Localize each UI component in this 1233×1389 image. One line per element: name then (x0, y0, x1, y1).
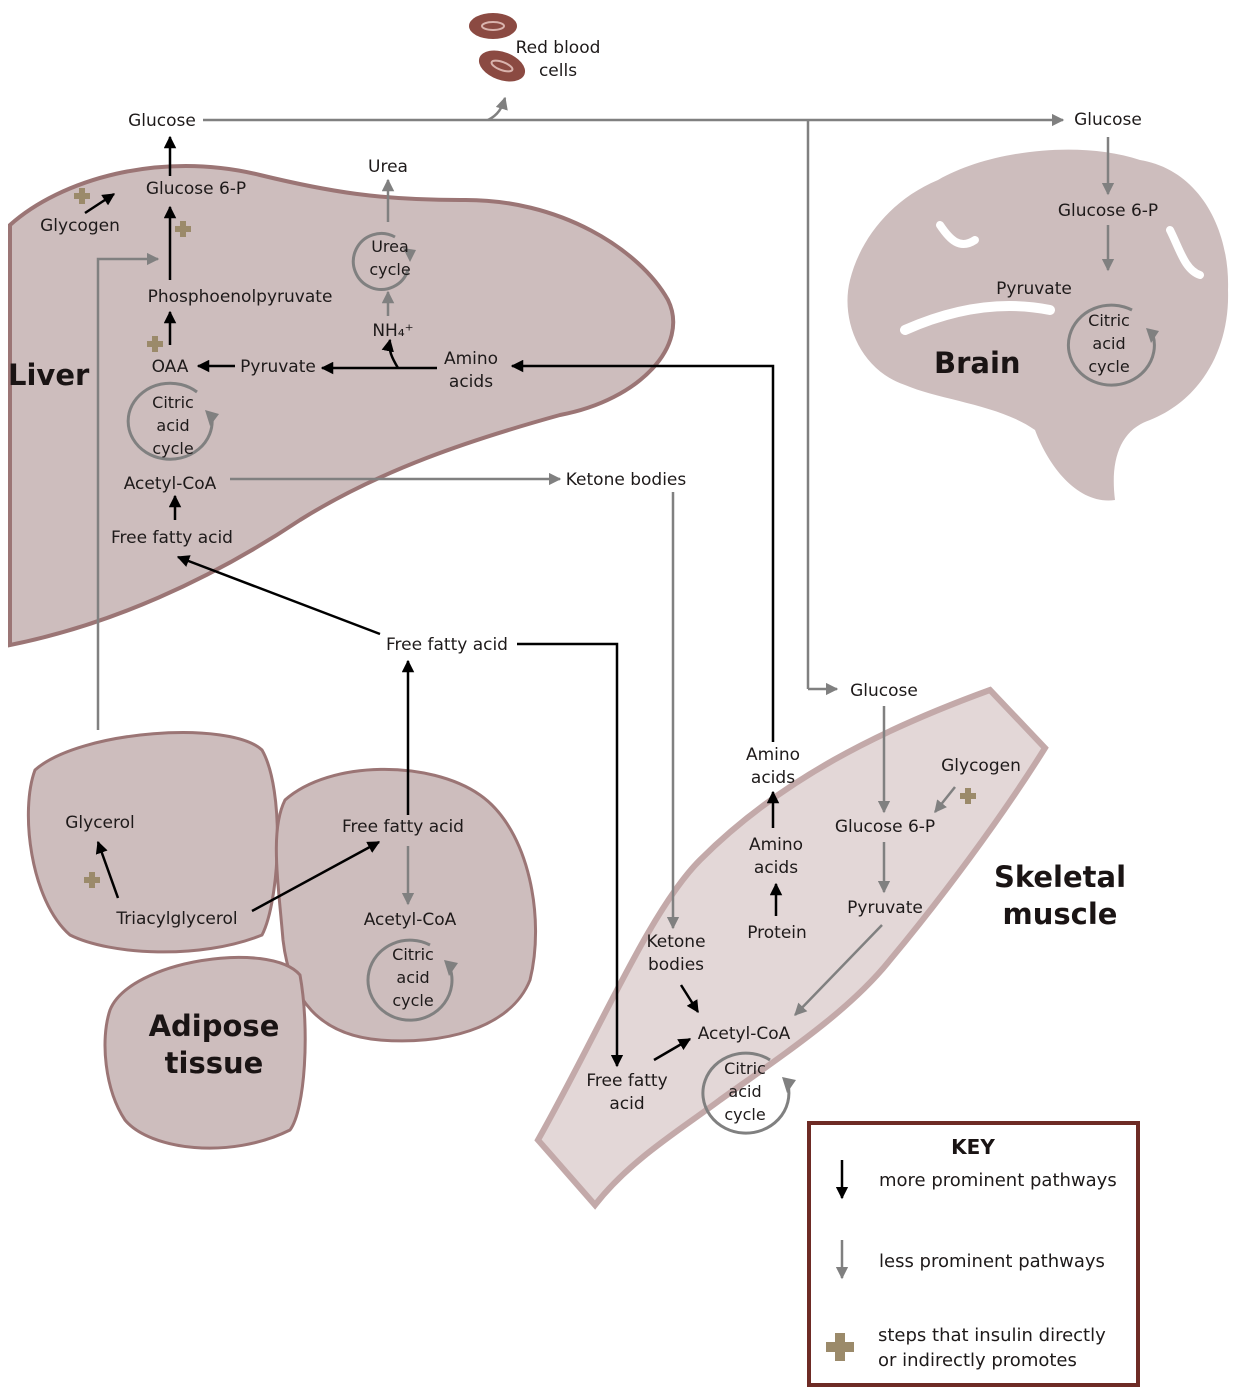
adipose-title-line1: Adipose (149, 1009, 280, 1043)
urea-cycle-label-line2: cycle (369, 260, 410, 279)
liver-glycogen-label: Glycogen (40, 216, 120, 236)
brain-citric-cycle-arrow-icon (1066, 303, 1156, 387)
liver-amino-acids-line1: Amino (444, 349, 498, 369)
muscle-citric-cycle-arrow-icon (701, 1051, 791, 1135)
muscle-title-line1: Skeletal (994, 860, 1126, 894)
adipose-acetyl-coa-label: Acetyl-CoA (364, 910, 457, 930)
liver-glucose6p-label: Glucose 6-P (146, 179, 246, 199)
key-insulin-line2: or indirectly promotes (878, 1350, 1077, 1371)
muscle-cac-line3: cycle (724, 1105, 765, 1124)
rbc-label-line2: cells (539, 61, 577, 81)
liver-cac-line3: cycle (152, 439, 193, 458)
liver-citric-cycle-arrow-icon (126, 381, 214, 461)
muscle-glucose-label: Glucose (850, 681, 918, 701)
urea-label: Urea (368, 157, 408, 177)
muscle-amino-in-line1: Amino (749, 835, 803, 855)
brain-fold (900, 301, 1055, 335)
brain-cac-line2: acid (1092, 334, 1125, 353)
muscle-cac-line2: acid (728, 1082, 761, 1101)
adipose-cac-line3: cycle (392, 991, 433, 1010)
muscle-glycogen-label: Glycogen (941, 756, 1021, 776)
pathway-arrows (84, 96, 1115, 1068)
circulating-ffa-label: Free fatty acid (386, 635, 508, 655)
muscle-amino-out-line1: Amino (746, 745, 800, 765)
oaa-label: OAA (152, 357, 189, 377)
muscle-cac-line1: Citric (724, 1059, 766, 1078)
muscle-ffa-line2: acid (609, 1094, 644, 1114)
muscle-ketone-line2: bodies (648, 955, 704, 975)
red-blood-cell-icon (469, 13, 526, 82)
muscle-amino-in-line2: acids (754, 858, 798, 878)
brain-fold (1166, 226, 1204, 279)
glycerol-label: Glycerol (65, 813, 135, 833)
rbc-label-line1: Red blood (516, 38, 601, 58)
cycle-arrowheads (205, 248, 1159, 1093)
adipose-cac-line2: acid (396, 968, 429, 987)
brain-cac-line3: cycle (1088, 357, 1129, 376)
liver-cac-line2: acid (156, 416, 189, 435)
muscle-pyruvate-label: Pyruvate (847, 898, 923, 918)
adipose-citric-cycle-arrow-icon (366, 938, 454, 1022)
liver-acetyl-coa-label: Acetyl-CoA (124, 474, 217, 494)
protein-label: Protein (747, 923, 807, 943)
muscle-title-line2: muscle (1003, 897, 1118, 931)
brain-cac-line1: Citric (1088, 311, 1130, 330)
glucose-label-liver: Glucose (128, 111, 196, 131)
muscle-glucose6p-label: Glucose 6-P (835, 817, 935, 837)
brain-pyruvate-label: Pyruvate (996, 279, 1072, 299)
muscle-ffa-line1: Free fatty (586, 1071, 667, 1091)
key-less-label: less prominent pathways (879, 1251, 1105, 1272)
muscle-shape (534, 686, 1049, 1210)
nh4-label: NH₄⁺ (372, 321, 413, 341)
adipose-title-line2: tissue (165, 1046, 264, 1080)
adipose-cell-bottom (103, 956, 307, 1150)
liver-title: Liver (8, 358, 90, 392)
triacylglycerol-label: Triacylglycerol (115, 909, 237, 929)
liver-cac-line1: Citric (152, 393, 194, 412)
key-box: KEY more prominent pathways less promine… (807, 1121, 1140, 1387)
liver-pyruvate-label: Pyruvate (240, 357, 316, 377)
liver-amino-acids-line2: acids (449, 372, 493, 392)
pep-label: Phosphoenolpyruvate (148, 287, 333, 307)
urea-cycle-arrow-icon (351, 231, 410, 291)
liver-ffa-label: Free fatty acid (111, 528, 233, 548)
key-title: KEY (951, 1135, 995, 1159)
adipose-cac-line1: Citric (392, 945, 434, 964)
muscle-ketone-line1: Ketone (646, 932, 705, 952)
urea-cycle-label-line1: Urea (371, 237, 409, 256)
key-insulin-line1: steps that insulin directly (878, 1325, 1106, 1346)
adipose-cell-left (26, 731, 279, 954)
brain-title: Brain (934, 346, 1021, 380)
glucose-label-brain: Glucose (1074, 110, 1142, 130)
ketone-bodies-label: Ketone bodies (566, 470, 687, 490)
muscle-amino-out-line2: acids (751, 768, 795, 788)
brain-shape (847, 149, 1229, 501)
muscle-acetyl-coa-label: Acetyl-CoA (698, 1024, 791, 1044)
brain-fold (936, 221, 979, 248)
key-prominent-label: more prominent pathways (879, 1170, 1117, 1191)
liver-shape (8, 163, 676, 648)
brain-glucose6p-label: Glucose 6-P (1058, 201, 1158, 221)
cycle-circles (126, 231, 1156, 1135)
adipose-ffa-label: Free fatty acid (342, 817, 464, 837)
